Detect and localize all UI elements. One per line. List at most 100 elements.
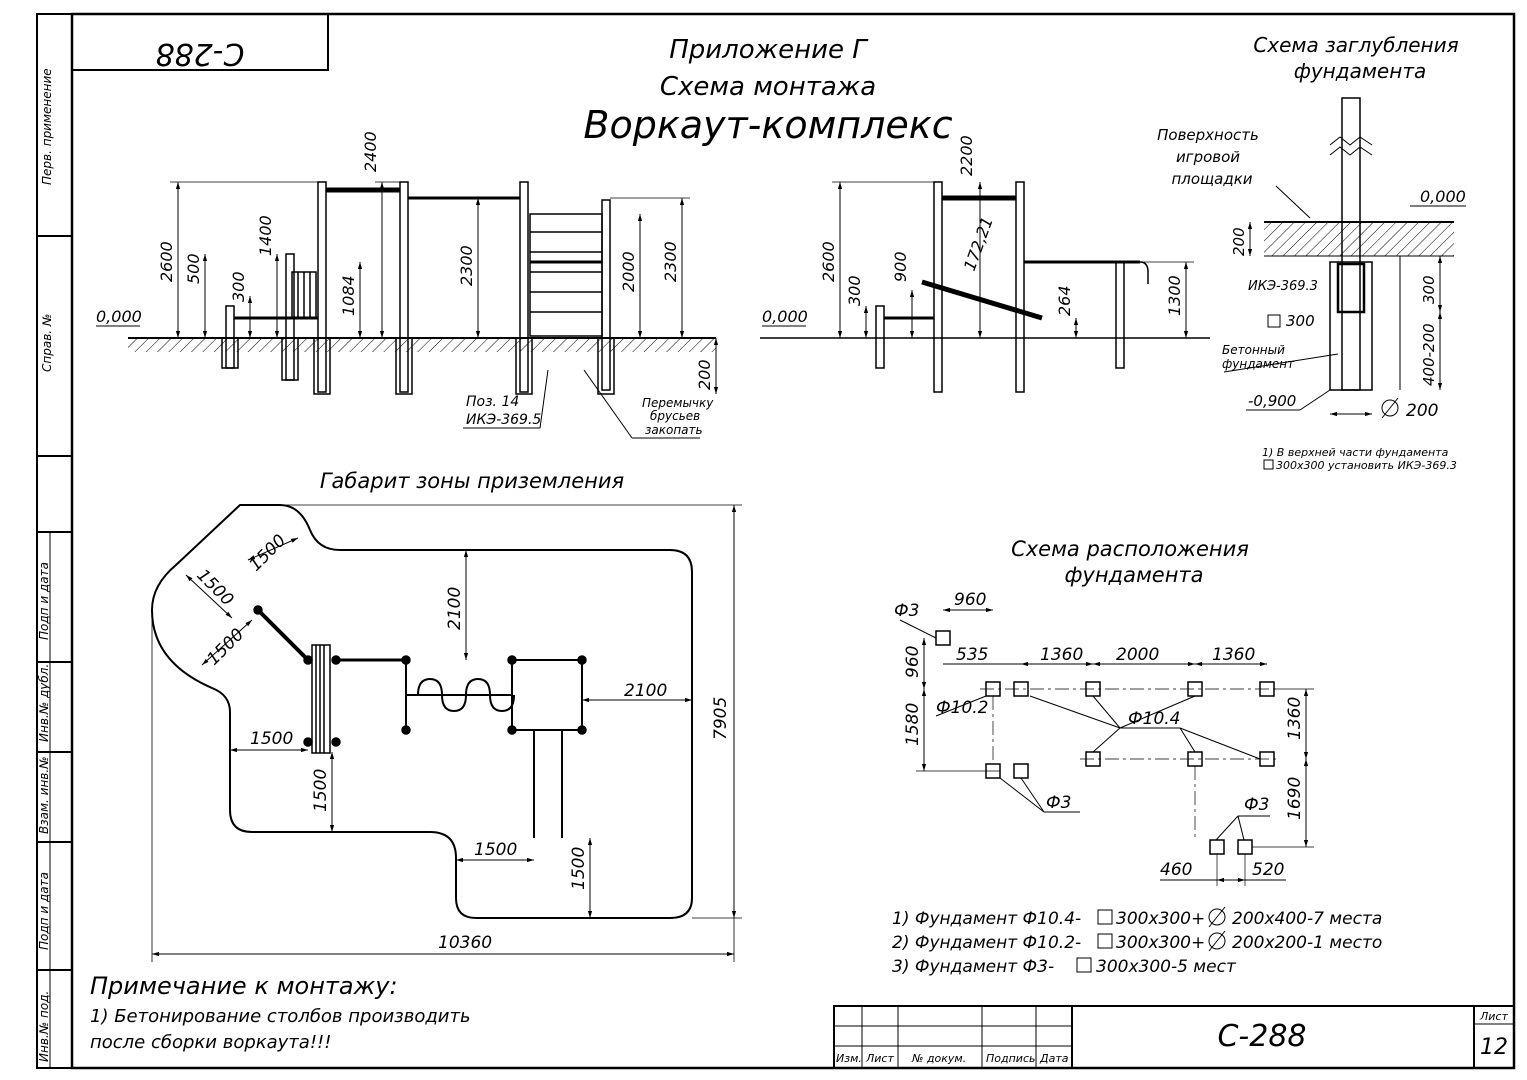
dim-label: 2100: [624, 681, 667, 701]
bar-note: брусьев: [650, 409, 700, 423]
dim-label: 1360: [1040, 645, 1083, 665]
dim-label: 10360: [438, 933, 492, 953]
bar-note: закопать: [645, 423, 703, 437]
landing-zone-labels: Габарит зоны приземления 1500 1500 1500 …: [192, 469, 731, 953]
side-label: Подп и дата: [37, 562, 51, 640]
surface-label: игровой: [1176, 148, 1240, 166]
foundation-list-item: 300х300+: [1116, 909, 1205, 929]
appendix-title: Приложение Г: [669, 35, 869, 65]
f3-label: Ф3: [1046, 793, 1071, 813]
dim-label: 1580: [903, 703, 923, 746]
dim-label: 2600: [157, 241, 176, 282]
tb-code: С-288: [1217, 1019, 1306, 1054]
dim-label: 1084: [339, 275, 358, 316]
side-label: Перв. применение: [40, 68, 54, 185]
sheet-frame: [36, 12, 1516, 1070]
dim-label: 900: [891, 251, 910, 282]
tb-col: № докум.: [911, 1052, 966, 1065]
dim-label: 535: [956, 645, 988, 665]
notes-title: Примечание к монтажу:: [90, 972, 398, 1000]
depth-title: фундамента: [1294, 59, 1426, 83]
dim-label: 1500: [311, 769, 331, 812]
dim-label: 300: [845, 275, 864, 306]
dim-label: 1300: [1165, 275, 1184, 316]
callout-poz: Поз. 14: [466, 394, 519, 410]
dim-label: 460: [1160, 860, 1192, 880]
dim-label: 1400: [256, 215, 275, 256]
landing-title: Габарит зоны приземления: [320, 469, 624, 493]
title-block: [833, 1005, 1515, 1069]
side-label: Справ. №: [40, 314, 54, 372]
side-label: Взам. инв.№: [37, 756, 51, 834]
zero-mark-depth: 0,000: [1420, 187, 1466, 206]
dim-label: 960: [903, 646, 923, 678]
f3-label: Ф3: [894, 601, 919, 621]
scheme-title: Схема монтажа: [660, 72, 876, 102]
top-stamp: C-288: [71, 13, 329, 71]
neg-mark: -0,900: [1248, 392, 1296, 410]
ike-label: ИКЭ-369.3: [1248, 279, 1318, 294]
tb-col: Дата: [1039, 1052, 1069, 1065]
surface-label: площадки: [1171, 170, 1252, 188]
dim-label: 2000: [619, 251, 638, 292]
dim-label: 200: [1230, 227, 1248, 256]
dim-label: 1690: [1285, 777, 1305, 820]
foundation-list-item: 200х200-1 место: [1232, 933, 1382, 953]
dia-label: 200: [1406, 401, 1438, 421]
foundation-list-item: 200х400-7 места: [1232, 909, 1382, 929]
dim-label: 2300: [457, 245, 476, 286]
f3-label: Ф3: [1244, 795, 1269, 815]
depth-scheme: [1223, 97, 1466, 470]
dim-label: 960: [954, 590, 986, 610]
dim-label: 500: [184, 253, 203, 284]
foundation-layout-labels: Схема расположения фундамента Ф3 960 535…: [892, 537, 1382, 977]
dim-label: 400-200: [1420, 323, 1438, 386]
notes-line: после сборки воркаута!!!: [90, 1032, 331, 1053]
depth-note: 1) В верхней части фундамента: [1262, 446, 1449, 459]
tb-col: Лист: [865, 1052, 894, 1065]
landing-zone-plan: [150, 504, 742, 962]
f102-label: Ф10.2: [936, 698, 989, 718]
side-label: Инв.№ под.: [37, 991, 51, 1062]
sq300-label: 300: [1286, 312, 1315, 330]
dim-label: 2100: [445, 587, 465, 630]
concrete-label: Бетонный: [1222, 343, 1285, 357]
dim-label: 1360: [1285, 697, 1305, 740]
dim-label: 264: [1055, 285, 1074, 316]
dim-label: 172,21: [960, 214, 997, 273]
dim-label: 2300: [661, 241, 680, 282]
side-label: Подп и дата: [37, 872, 51, 950]
tb-col: Изм.: [836, 1052, 862, 1065]
foundation-list-item: 1) Фундамент Ф10.4-: [892, 909, 1081, 929]
foundation-list-item: 3) Фундамент Ф3-: [892, 957, 1054, 977]
elevation-left: [96, 181, 719, 439]
dim-label: 1500: [250, 729, 293, 749]
side-labels: Перв. применение Справ. № Подп и дата Ин…: [37, 68, 54, 1062]
concrete-label: фундамент: [1222, 357, 1295, 371]
tb-col: Подпись: [986, 1052, 1035, 1065]
dim-label: 1500: [569, 847, 589, 890]
dim-label: 1500: [203, 625, 248, 670]
layout-title: Схема расположения: [1011, 537, 1249, 561]
bar-note: Перемычку: [642, 396, 714, 410]
depth-title: Схема заглубления: [1253, 33, 1458, 57]
header: Приложение Г Схема монтажа Воркаут-компл…: [583, 35, 952, 147]
callout-ike: ИКЭ-369.5: [466, 412, 541, 428]
side-label: Инв.№ дубл.: [37, 664, 51, 742]
dim-label: 1500: [245, 531, 290, 576]
installation-notes: Примечание к монтажу: 1) Бетонирование с…: [90, 972, 471, 1053]
elevation-right: [760, 181, 1210, 393]
zero-mark-right: 0,000: [762, 307, 808, 326]
foundation-list-item: 2) Фундамент Ф10.2-: [892, 933, 1081, 953]
dim-label: 1500: [474, 840, 517, 860]
elevation-left-labels: 0,000 2600 500 300 1400 1084 2400 2300 2…: [96, 131, 714, 437]
dim-label: 520: [1252, 860, 1284, 880]
surface-label: Поверхность: [1157, 126, 1259, 144]
dim-label: 200: [695, 359, 714, 390]
depth-note: 300х300 установить ИКЭ-369.3: [1276, 459, 1457, 472]
dim-label: 300: [229, 271, 248, 302]
foundation-list-item: 300х300-5 мест: [1096, 957, 1237, 977]
depth-scheme-labels: Схема заглубления фундамента Поверхность…: [1157, 33, 1466, 472]
tb-sheet-no: 12: [1480, 1035, 1508, 1060]
